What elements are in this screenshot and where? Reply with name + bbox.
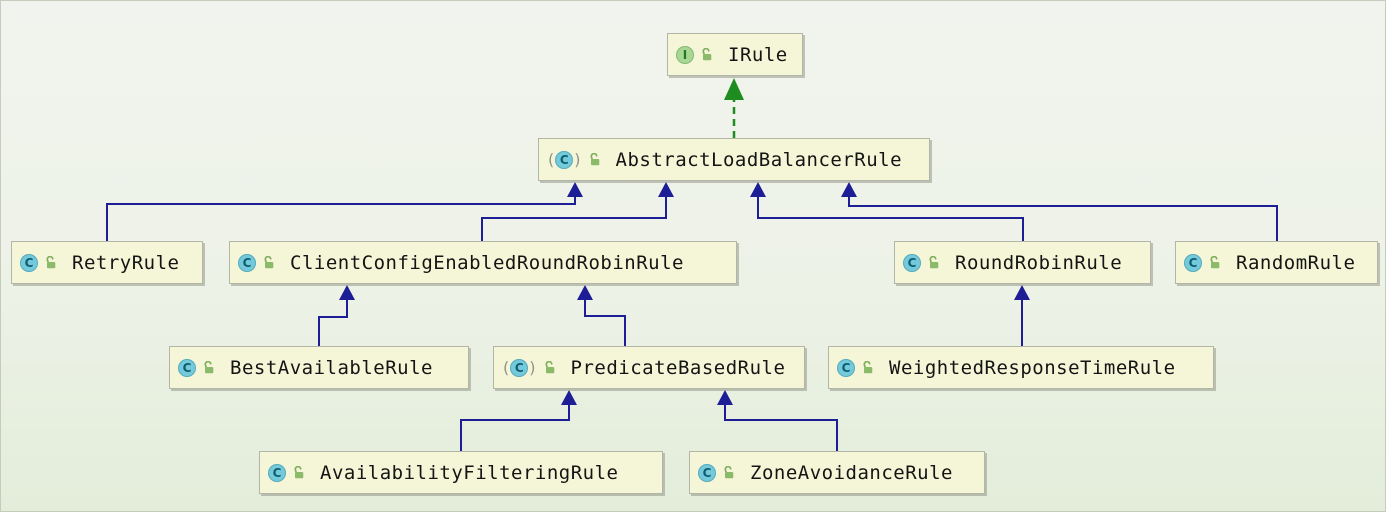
class-node-weightedresponsetimerule[interactable]: C WeightedResponseTimeRule: [828, 346, 1214, 389]
class-node-irule[interactable]: I IRule: [667, 33, 803, 76]
class-icon: C: [903, 253, 921, 272]
class-node-retryrule[interactable]: C RetryRule: [11, 241, 203, 284]
class-name: AbstractLoadBalancerRule: [615, 148, 903, 171]
class-name: RetryRule: [72, 251, 180, 274]
class-name: WeightedResponseTimeRule: [889, 356, 1176, 379]
class-name: AvailabilityFilteringRule: [320, 461, 619, 484]
unlocked-padlock-icon: [700, 47, 714, 62]
unlocked-padlock-icon: [722, 465, 736, 480]
edge-bestavailablerule-extends-clientconfigenabledroundrobinrule: [318, 285, 355, 346]
class-node-predicatebasedrule[interactable]: ( C ) PredicateBasedRule: [493, 346, 805, 389]
class-node-clientconfigenabledroundrobinrule[interactable]: C ClientConfigEnabledRoundRobinRule: [229, 241, 737, 284]
class-icon: C: [268, 463, 286, 482]
class-name: ZoneAvoidanceRule: [750, 461, 953, 484]
unlocked-padlock-icon: [44, 255, 58, 270]
unlocked-padlock-icon: [202, 360, 216, 375]
edge-clientconfigenabledroundrobinrule-extends-abstractloadbalancerrule: [481, 182, 674, 241]
unlocked-padlock-icon: [927, 255, 941, 270]
class-name: IRule: [728, 43, 788, 66]
edge-predicatebasedrule-extends-clientconfigenabledroundrobinrule: [577, 285, 626, 346]
class-name: RandomRule: [1236, 251, 1356, 274]
class-name: ClientConfigEnabledRoundRobinRule: [290, 251, 684, 274]
edge-weightedresponsetimerule-extends-roundrobinrule: [1014, 285, 1030, 346]
class-node-bestavailablerule[interactable]: C BestAvailableRule: [169, 346, 469, 389]
unlocked-padlock-icon: [588, 152, 602, 167]
class-icon: C: [178, 358, 196, 377]
unlocked-padlock-icon: [1208, 255, 1222, 270]
edge-abstractloadbalancerrule-implements-irule: [724, 78, 744, 138]
class-icon: C: [837, 358, 855, 377]
abstract-paren-close: ): [529, 357, 536, 377]
class-name: BestAvailableRule: [230, 356, 433, 379]
edge-roundrobinrule-extends-abstractloadbalancerrule: [750, 182, 1024, 241]
class-icon: C: [1184, 253, 1202, 272]
interface-icon: I: [676, 45, 694, 64]
abstract-class-icon: C: [555, 150, 574, 169]
unlocked-padlock-icon: [262, 255, 276, 270]
edge-availabilityfilteringrule-extends-predicatebasedrule: [460, 390, 577, 451]
class-node-roundrobinrule[interactable]: C RoundRobinRule: [894, 241, 1151, 284]
abstract-paren-open: (: [548, 149, 555, 169]
edge-zoneavoidancerule-extends-predicatebasedrule: [717, 390, 838, 451]
abstract-paren-close: ): [574, 149, 581, 169]
edge-randomrule-extends-abstractloadbalancerrule: [841, 182, 1278, 241]
class-icon: C: [238, 253, 256, 272]
class-node-zoneavoidancerule[interactable]: C ZoneAvoidanceRule: [689, 451, 985, 494]
class-node-availabilityfilteringrule[interactable]: C AvailabilityFilteringRule: [259, 451, 663, 494]
abstract-paren-open: (: [503, 357, 510, 377]
class-node-randomrule[interactable]: C RandomRule: [1175, 241, 1378, 284]
class-name: PredicateBasedRule: [570, 356, 786, 379]
edge-retryrule-extends-abstractloadbalancerrule: [106, 182, 583, 241]
class-icon: C: [20, 253, 38, 272]
unlocked-padlock-icon: [543, 360, 557, 375]
unlocked-padlock-icon: [292, 465, 306, 480]
unlocked-padlock-icon: [861, 360, 875, 375]
class-node-abstractloadbalancerrule[interactable]: ( C ) AbstractLoadBalancerRule: [538, 138, 930, 181]
class-name: RoundRobinRule: [955, 251, 1123, 274]
class-icon: C: [698, 463, 716, 482]
abstract-class-icon: C: [510, 358, 529, 377]
